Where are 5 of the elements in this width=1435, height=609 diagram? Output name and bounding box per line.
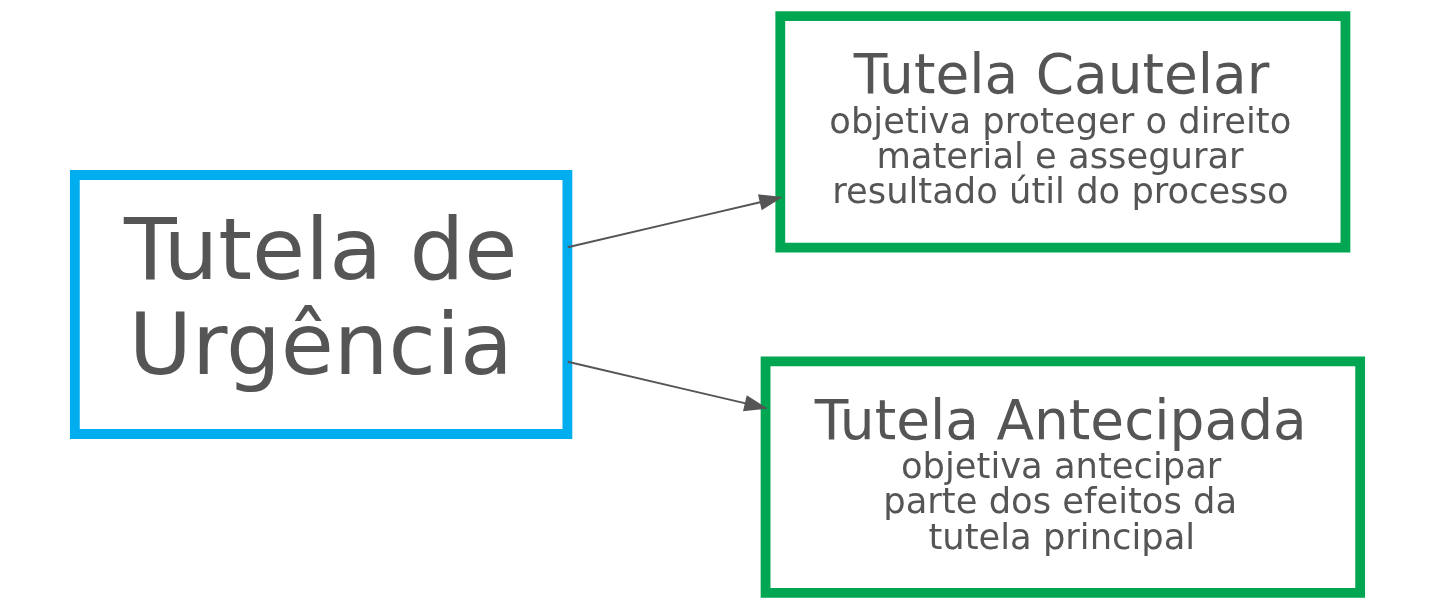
node-box: Tutela Antecipada objetiva antecipar parte dos efeitos da tutela principal (760, 356, 1366, 598)
node-box: Tutela Cautelar objetiva proteger o direito material e assegurar resultado útil do processo (775, 11, 1351, 253)
arrow (566, 360, 768, 412)
node-box: Tutela de Urgência (69, 170, 573, 439)
arrow (566, 194, 783, 249)
